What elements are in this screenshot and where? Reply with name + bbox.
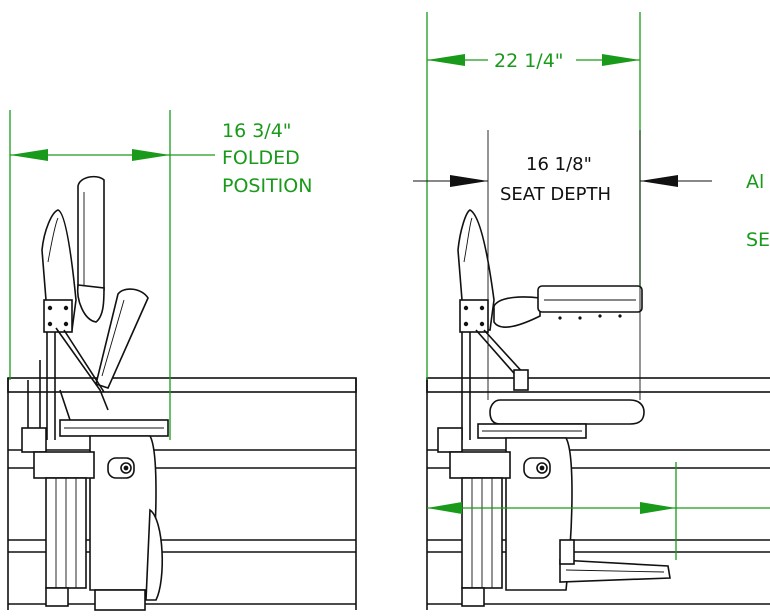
unfolded-chair (437, 209, 671, 607)
folded-chair (21, 175, 169, 611)
cut-off-label-line1: Al (746, 171, 764, 193)
seat-depth-dimension: 16 1/8" SEAT DEPTH (413, 130, 712, 400)
folded-label-line1: FOLDED (222, 147, 300, 169)
cut-off-label-line2: SE (746, 229, 770, 251)
folded-label-line2: POSITION (222, 175, 312, 197)
overall-dimension: 22 1/4" (426, 12, 641, 380)
folded-dimension-value: 16 3/4" (222, 120, 292, 142)
folded-dimension: 16 3/4" FOLDED POSITION (9, 110, 312, 440)
seat-depth-label: SEAT DEPTH (500, 184, 611, 205)
cut-off-label: Al SE (746, 171, 770, 251)
lower-partial-dimension (427, 462, 770, 560)
overall-dimension-value: 22 1/4" (494, 50, 564, 72)
seat-depth-value: 16 1/8" (526, 154, 592, 175)
